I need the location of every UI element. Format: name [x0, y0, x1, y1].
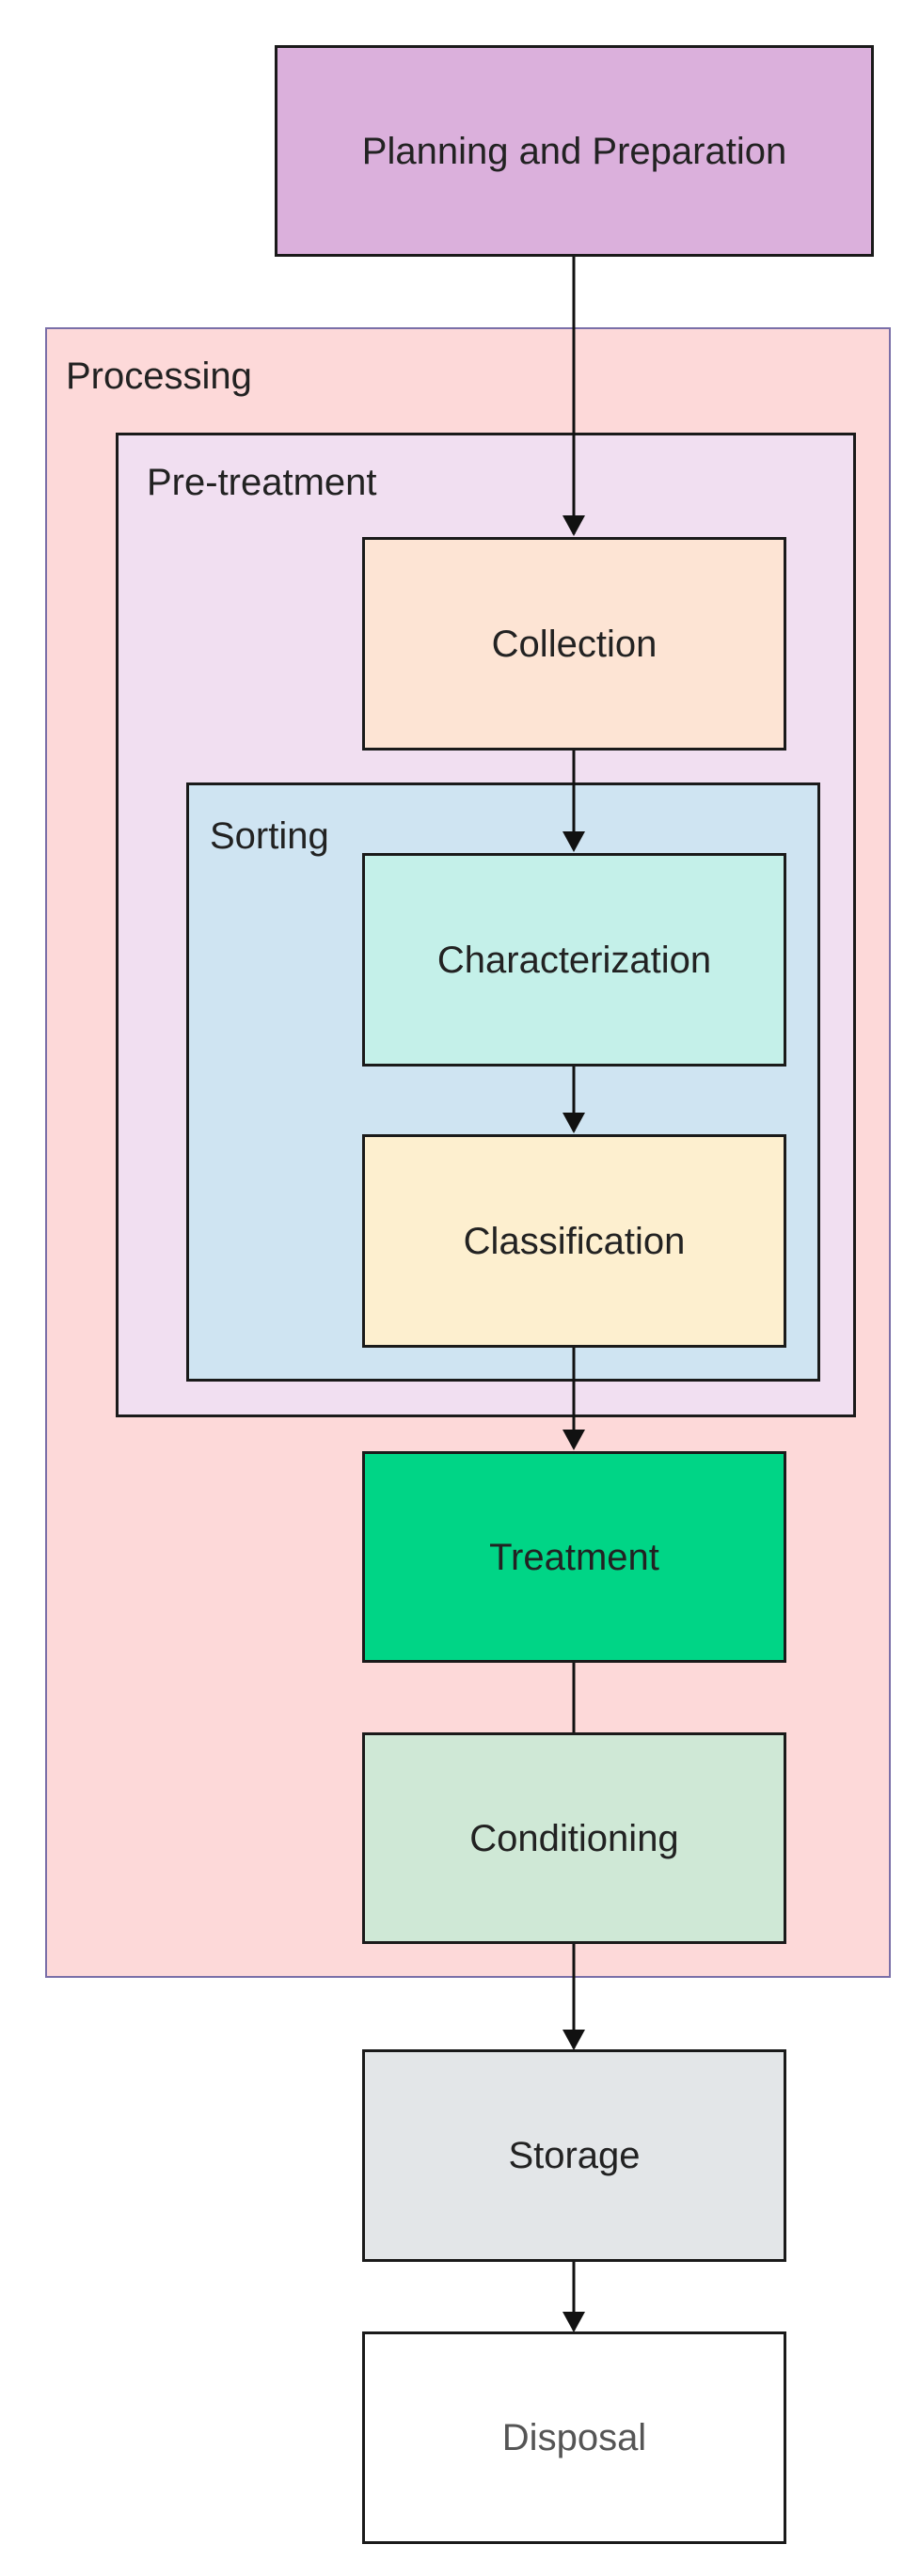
- conditioning-node: Conditioning: [362, 1732, 786, 1944]
- disposal-node: Disposal: [362, 2331, 786, 2544]
- storage-label: Storage: [508, 2135, 641, 2176]
- storage-node: Storage: [362, 2049, 786, 2262]
- treatment-node: Treatment: [362, 1451, 786, 1663]
- classification-node: Classification: [362, 1134, 786, 1348]
- planning-node: Planning and Preparation: [275, 45, 874, 257]
- disposal-label: Disposal: [501, 2417, 647, 2458]
- treatment-label: Treatment: [489, 1536, 659, 1578]
- collection-label: Collection: [491, 623, 658, 665]
- characterization-node: Characterization: [362, 853, 786, 1067]
- classification-label: Classification: [463, 1220, 686, 1262]
- conditioning-label: Conditioning: [469, 1817, 679, 1859]
- characterization-label: Characterization: [436, 939, 712, 981]
- planning-label: Planning and Preparation: [361, 130, 787, 172]
- arrowhead-storage-disposal: [562, 2312, 585, 2332]
- processing-label: Processing: [66, 356, 252, 397]
- arrowhead-conditioning-storage: [562, 2030, 585, 2050]
- pretreatment-label: Pre-treatment: [147, 462, 377, 503]
- collection-node: Collection: [362, 537, 786, 751]
- sorting-label: Sorting: [210, 815, 329, 857]
